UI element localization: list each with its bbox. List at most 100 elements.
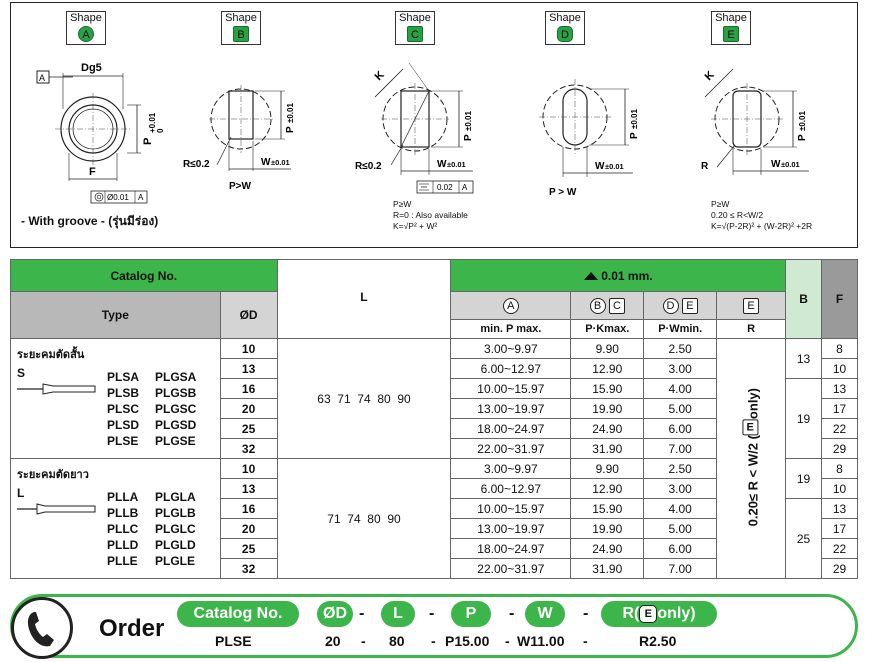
c-w-label: W [437, 159, 447, 170]
b-w-label: W [261, 157, 271, 168]
order-pill-w: W [525, 601, 565, 627]
d-condition: P > W [549, 187, 577, 198]
order-example-dash-2: - [431, 633, 436, 649]
order-example-od: 20 [325, 633, 341, 649]
shape-e-column: Shape E K P ±0.01 W ±0.01 R P≥W 0.20 ≤ R… [681, 9, 841, 245]
b-condition: P>W [229, 181, 252, 192]
note-c-line-3: K=√P² + W² [393, 221, 438, 231]
r-rule-letter: E [741, 418, 758, 435]
type-header: Type [10, 291, 221, 339]
c-p-tol: ±0.01 [464, 110, 473, 131]
shape-c-badge: C [407, 26, 423, 42]
shape-e-drawing: K P ±0.01 W ±0.01 R [701, 68, 809, 175]
arrow-up-icon [583, 272, 598, 281]
shape-e-box: Shape E [711, 11, 751, 45]
shape-e-label: Shape [715, 12, 747, 24]
e-p-label: P [797, 134, 808, 141]
col-r-header: E [716, 291, 787, 320]
order-example-w: W11.00 [517, 633, 565, 649]
order-pill-p: P [451, 601, 491, 627]
note-e-line-1: P≥W [711, 199, 730, 209]
shape-c-label: Shape [399, 12, 431, 24]
shape-c-drawing: K P ±0.01 W ±0.01 R≤0.2 0.02 A [355, 62, 474, 194]
short-punch-icon [17, 383, 96, 395]
order-pill-od: ØD [317, 601, 353, 627]
col-r-letter: E [743, 297, 760, 314]
order-example-dash-4: - [583, 633, 588, 649]
col-e-letter: E [681, 297, 698, 314]
order-title: Order [99, 615, 165, 642]
col-bc-header: B C [570, 291, 645, 320]
f-header: F [821, 259, 858, 339]
a-dg5-label: Dg5 [81, 62, 102, 74]
group-l-l-values: 71 74 80 90 [276, 458, 452, 579]
b-p-tol: ±0.01 [286, 102, 295, 123]
table-row: 25 18.00~24.97 24.90 6.00 22 [11, 418, 858, 439]
c-k-label: K [373, 69, 387, 83]
b-r-label: R≤0.2 [183, 159, 210, 170]
e-k-label: K [703, 69, 717, 83]
a-p-label: P [142, 138, 154, 145]
e-w-label: W [771, 159, 781, 170]
group-s-l-values: 63 71 74 80 90 [276, 338, 452, 459]
d-w-label: W [595, 161, 605, 172]
order-example-l: 80 [389, 633, 405, 649]
shape-a-label: Shape [70, 12, 102, 24]
e-p-tol: ±0.01 [798, 110, 807, 131]
a-conc-ref: A [138, 193, 144, 202]
r-header: R [716, 319, 787, 339]
spec-table: Catalog No. L 0.01 mm. B F Type ØD A B C… [10, 259, 858, 579]
shape-d-box: Shape D [545, 11, 585, 45]
shape-d-label: Shape [549, 12, 581, 24]
c-p-label: P [463, 134, 474, 141]
a-f-label: F [89, 166, 96, 178]
c-r-label: R≤0.2 [355, 161, 382, 172]
long-punch-icon [17, 503, 96, 515]
shape-a-badge: A [78, 26, 94, 42]
shape-e-badge: E [723, 26, 739, 42]
order-example-catalog: PLSE [215, 633, 252, 649]
e-r-label: R [701, 161, 709, 172]
shape-c-box: Shape C [395, 11, 435, 45]
shape-b-label: Shape [225, 12, 257, 24]
d-p-label: P [629, 132, 640, 139]
c-sym-value: 0.02 [437, 183, 453, 192]
shape-c-column: Shape C K P ±0.01 W ±0.01 R≤0.2 [351, 9, 511, 245]
r-rule-cell: 0.20≤ R < W/2 (Eonly) [716, 338, 787, 579]
group-s-letter: S [17, 366, 26, 380]
shape-d-column: Shape D P ±0.01 W ±0.01 P > W [521, 9, 681, 245]
order-example-dash-3: - [505, 633, 510, 649]
od-header: ØD [219, 291, 278, 339]
c-sym-ref: A [462, 183, 468, 192]
order-dash-4: - [583, 605, 589, 622]
d-p-tol: ±0.01 [630, 108, 639, 129]
shape-b-badge: B [233, 26, 249, 42]
tolerance-label: 0.01 mm. [601, 268, 653, 283]
col-a-letter: A [502, 297, 519, 314]
b-p-label: P [285, 126, 296, 133]
min-p-max-header: min. P max. [450, 319, 572, 339]
order-pill-r-letter: E [639, 604, 658, 623]
phone-icon [11, 597, 73, 659]
l-header: L [276, 259, 452, 339]
groove-label: - With groove - (รุ่นมีร่อง) [21, 214, 159, 228]
table-row: 32 22.00~31.97 31.90 7.00 29 [11, 558, 858, 579]
table-row: 20 13.00~19.97 19.90 5.00 17 [11, 398, 858, 419]
col-de-header: D E [643, 291, 718, 320]
table-row: 16 10.00~15.97 15.90 4.00 25 13 [11, 498, 858, 579]
shape-a-box: Shape A [66, 11, 106, 45]
col-d-letter: D [662, 297, 679, 314]
r-rule: 0.20≤ R < W/2 (Eonly) [741, 388, 760, 526]
order-dash-3: - [509, 605, 515, 622]
group-l-letter: L [17, 486, 25, 500]
note-c-line-1: P≥W [393, 199, 412, 209]
shape-drawings-panel: Shape A A Dg5 P +0.01 0 F [10, 2, 858, 248]
pk-max-header: P·Kmax. [570, 319, 645, 339]
a-tol-plus: +0.01 [148, 112, 157, 133]
table-row: 13 6.00~12.97 12.90 3.00 10 [11, 358, 858, 379]
shape-a-column: Shape A A Dg5 P +0.01 0 F [11, 9, 171, 245]
